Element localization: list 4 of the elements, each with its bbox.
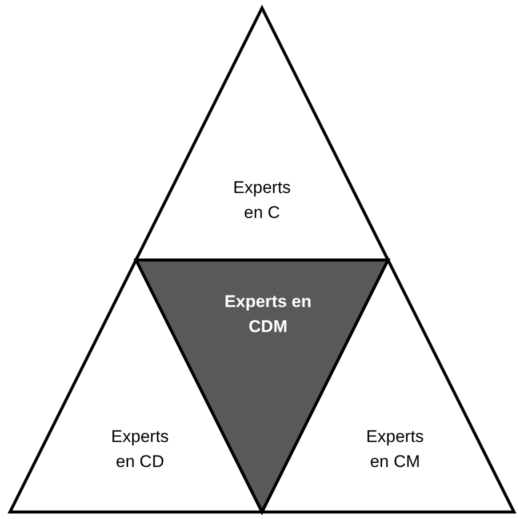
segment-label: Experts en C xyxy=(232,177,292,224)
segment-label: Experts en CD xyxy=(110,426,170,473)
segment-label: Experts en CDM xyxy=(224,291,312,338)
segment-label: Experts en CM xyxy=(365,426,425,473)
